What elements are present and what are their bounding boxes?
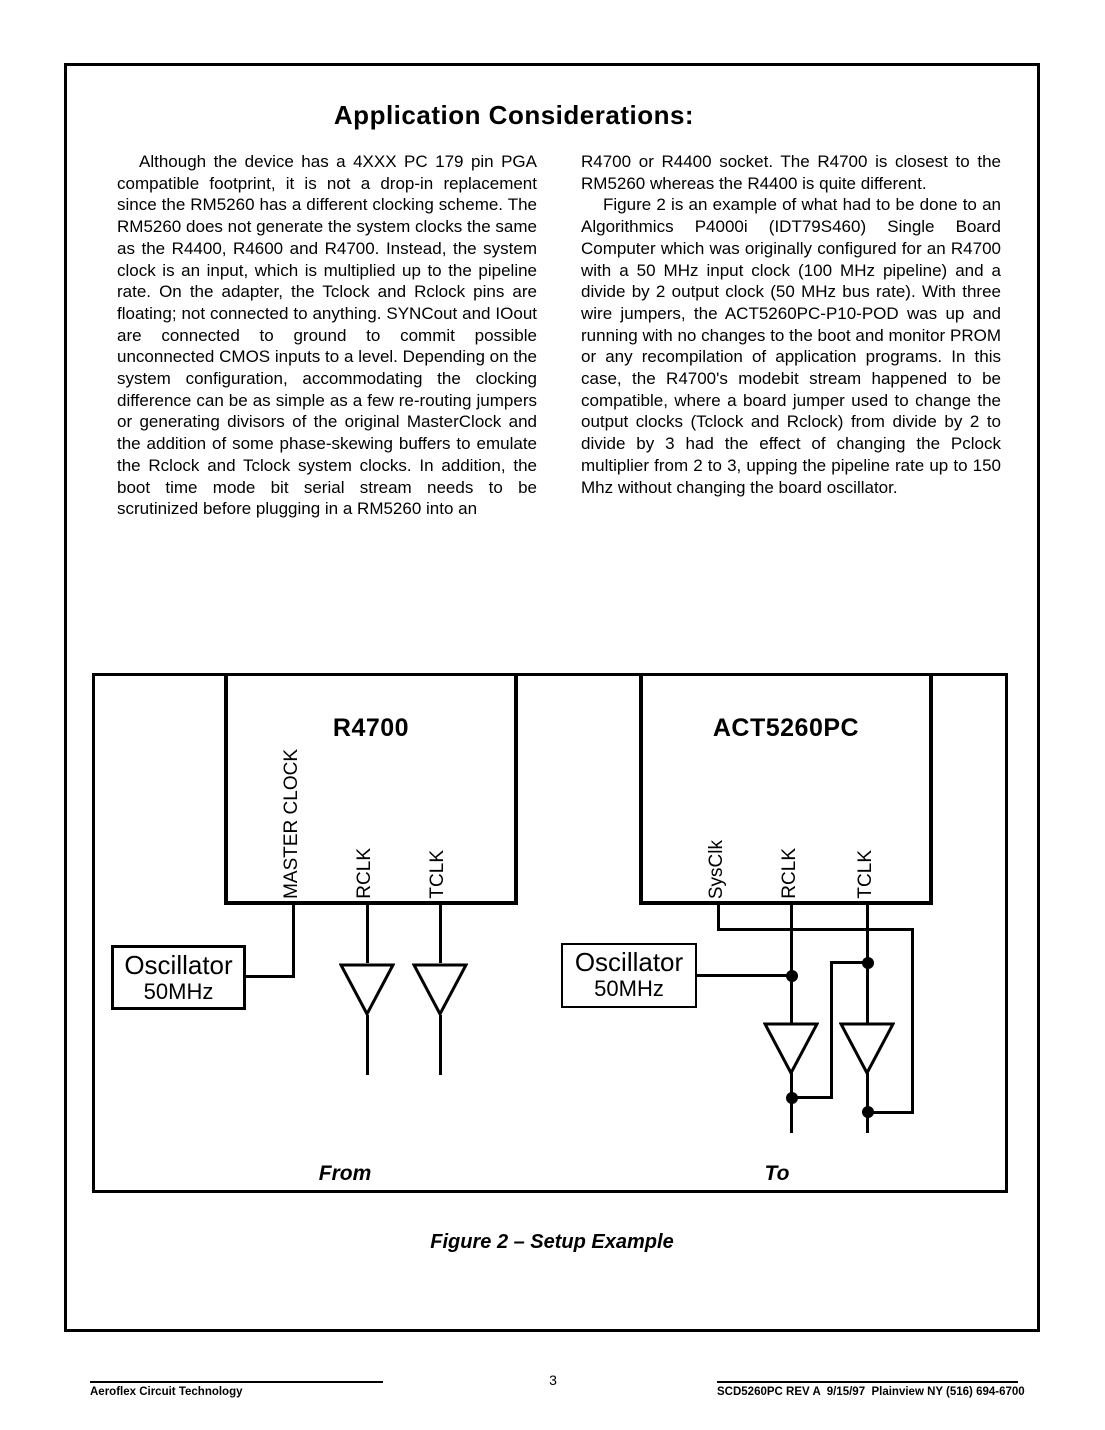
left-column: Although the device has a 4XXX PC 179 pi… [117, 151, 537, 520]
pin-label-master-clock: MASTER CLOCK [281, 749, 302, 899]
from-label: From [318, 1162, 372, 1185]
junction-dot [786, 1092, 798, 1104]
wire-rclk-left [366, 905, 369, 963]
buffer-icon [839, 1022, 895, 1076]
figure-caption: Figure 2 – Setup Example [430, 1231, 674, 1253]
page-number: 3 [549, 1372, 557, 1388]
wire-sysclk-to-tclk-jumper [866, 1111, 914, 1114]
oscillator-label: Oscillator [124, 950, 233, 980]
paragraph: Figure 2 is an example of what had to be… [581, 195, 1001, 497]
oscillator-frequency: 50MHz [143, 979, 214, 1004]
wire-oscillator-left-out [246, 975, 295, 978]
chip-box-act5260pc: ACT5260PC [639, 676, 933, 905]
oscillator-box-right: Oscillator 50MHz [561, 943, 697, 1008]
body-text: Although the device has a 4XXX PC 179 pi… [117, 151, 1001, 520]
buffer-icon [763, 1022, 819, 1076]
page-title: Application Considerations: [333, 100, 695, 130]
pin-label-rclk-right: RCLK [779, 848, 800, 899]
pin-label-tclk-left: TCLK [427, 850, 448, 899]
wire-rclk-right [790, 905, 793, 1023]
junction-dot [862, 1106, 874, 1118]
buffer-icon [412, 963, 468, 1017]
right-column: R4700 or R4400 socket. The R4700 is clos… [581, 151, 1001, 520]
wire-oscillator-right-out [697, 974, 792, 977]
wire-sysclk-vertical [911, 928, 914, 1114]
wire-master-clock [292, 905, 295, 977]
pin-label-tclk-right: TCLK [855, 850, 876, 899]
junction-dot [786, 970, 798, 982]
chip-title: ACT5260PC [712, 714, 860, 742]
pin-label-rclk-left: RCLK [354, 848, 375, 899]
footer-doc-ref: SCD5260PC REV A 9/15/97 Plainview NY (51… [717, 1381, 1025, 1398]
wire-tclk-left-tail [439, 1015, 442, 1075]
junction-dot [862, 957, 874, 969]
oscillator-frequency: 50MHz [594, 976, 664, 1001]
oscillator-box-left: Oscillator 50MHz [111, 945, 246, 1010]
wire-sysclk-horizontal [717, 928, 914, 931]
oscillator-label: Oscillator [574, 947, 684, 977]
chip-title: R4700 [332, 714, 410, 742]
wire-tclk-left [439, 905, 442, 963]
wire-sysclk [717, 905, 720, 931]
to-label: To [764, 1162, 790, 1185]
wire-jumper-vertical [830, 962, 833, 1099]
wire-rclk-left-tail [366, 1015, 369, 1075]
buffer-icon [339, 963, 395, 1017]
chip-box-r4700: R4700 [224, 676, 518, 905]
figure-2-diagram: R4700 ACT5260PC MASTER CLOCK RCLK TCLK S… [92, 673, 1008, 1193]
paragraph: R4700 or R4400 socket. The R4700 is clos… [581, 152, 1001, 193]
wire-tclk-right-tail [866, 1073, 869, 1133]
footer-company: Aeroflex Circuit Technology [90, 1381, 383, 1398]
paragraph: Although the device has a 4XXX PC 179 pi… [117, 152, 537, 519]
pin-label-sysclk: SysClk [706, 839, 727, 899]
wire-jumper-horizontal-low [790, 1096, 833, 1099]
wire-jumper-horizontal-high [830, 961, 869, 964]
